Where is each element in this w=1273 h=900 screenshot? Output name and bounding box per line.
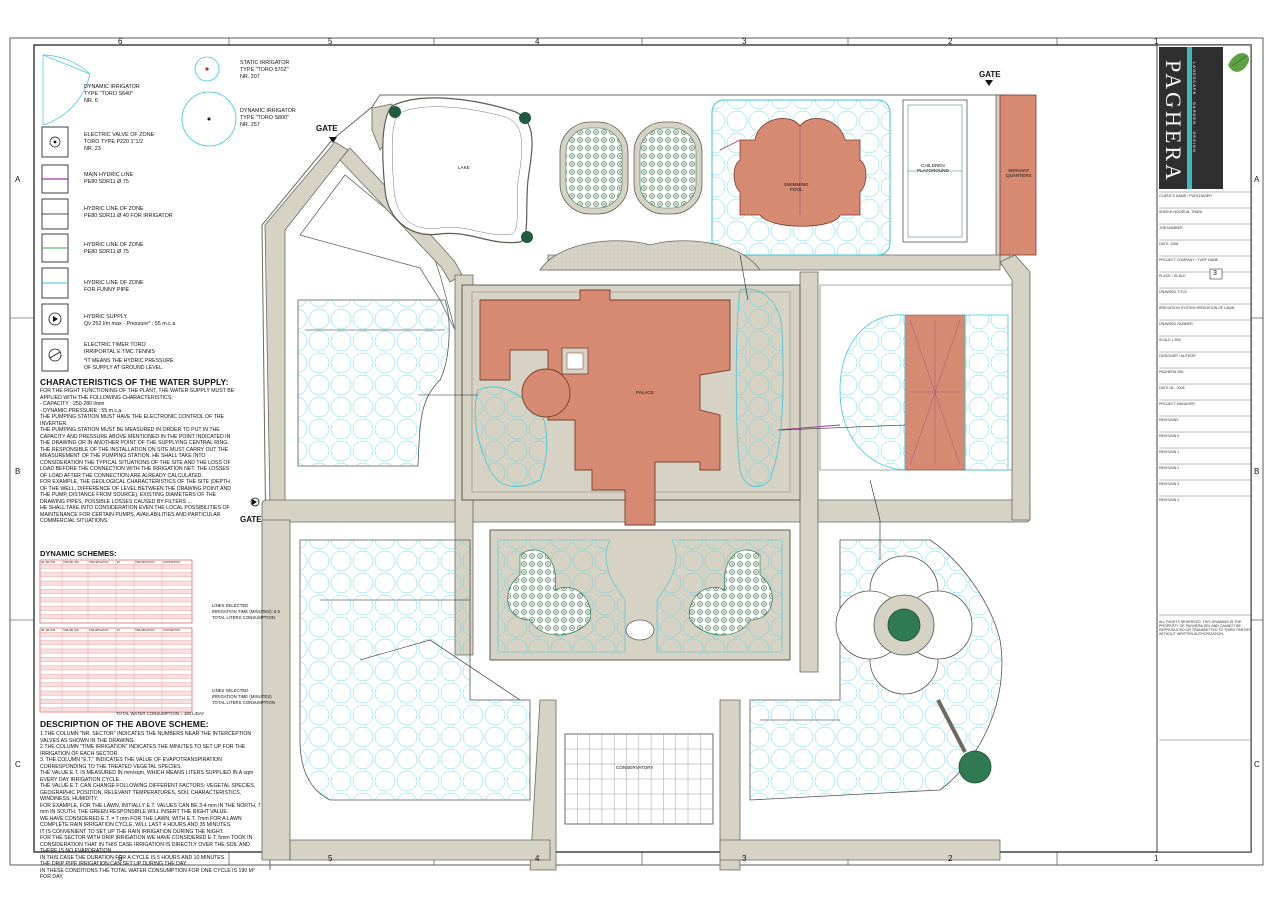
table-header-cell: TIME IRR. MIN bbox=[63, 630, 79, 632]
legend-pressure-note: *IT MEANS THE HYDRIC PRESSURE OF SUPPLY … bbox=[84, 358, 174, 371]
grid-col-4-bottom: 4 bbox=[535, 854, 540, 863]
brand-logo-text: PAGHERA bbox=[1161, 60, 1186, 183]
central-fountain-green bbox=[887, 608, 921, 642]
title-block-entry: PROJECT MANAGER bbox=[1159, 402, 1195, 406]
table-header-cell: CONSUMPTION bbox=[163, 630, 181, 632]
conservatory-label: CONSERVATORY bbox=[616, 765, 654, 770]
sheet-number: 3 bbox=[1213, 270, 1217, 277]
sheet-number-box bbox=[1209, 268, 1223, 280]
grid-col-5: 5 bbox=[328, 37, 333, 46]
total-consumption-note: TOTAL WATER CONSUMPTION = 180 L/DAY bbox=[116, 711, 205, 716]
gate-arrow-north-east bbox=[985, 80, 993, 86]
title-block-entry: REVISION 4 bbox=[1159, 498, 1180, 502]
grid-row-a-right: A bbox=[1254, 175, 1260, 184]
north-parterres bbox=[559, 121, 703, 215]
table-header-cell: NR. SECTOR bbox=[41, 630, 55, 632]
pool-label: SWIMMING POOL bbox=[784, 182, 809, 192]
grid-col-6-bottom: 6 bbox=[118, 854, 123, 863]
playground-label: CHILDREN PLAYGROUND bbox=[917, 163, 949, 173]
servant-quarters-shape bbox=[999, 94, 1037, 256]
gate-label-northeast: GATE bbox=[979, 70, 1001, 79]
grid-row-b: B bbox=[15, 467, 21, 476]
grid-col-2-bottom: 2 bbox=[948, 854, 953, 863]
grid-col-1-bottom: 1 bbox=[1154, 854, 1159, 863]
dynamic-scheme-table-1: NR. SECTOR TIME IRR. MIN TIME IRRIGATION ET… bbox=[39, 559, 193, 624]
title-block-entry: DESIGNER / AUTHOR bbox=[1159, 354, 1196, 358]
grid-row-b-right: B bbox=[1254, 467, 1260, 476]
grid-col-4: 4 bbox=[535, 37, 540, 46]
title-block-entry: REVISION 2 bbox=[1159, 466, 1180, 470]
table-header-cell: TIME IRRIGATION bbox=[135, 561, 155, 564]
title-block-entry: PROJECT COMPANY / TURF NAME bbox=[1159, 258, 1219, 262]
title-block-entry: SHEIKH NOORI AL THANI bbox=[1159, 210, 1202, 214]
title-block-entry: DRAWING TITLE bbox=[1159, 290, 1187, 294]
table-header-cell: TIME IRRIGATION bbox=[135, 629, 155, 632]
brand-tagline: LANDSCAPE · GARDEN · DESIGN bbox=[1192, 62, 1197, 153]
title-block-entry: CLIENT'S NAME / PURCHASER bbox=[1159, 194, 1212, 198]
grid-col-6: 6 bbox=[118, 37, 123, 46]
dynamic-schemes-title: DYNAMIC SCHEMES: bbox=[40, 549, 117, 558]
gate-label-west: GATE bbox=[240, 515, 262, 524]
grid-col-3-bottom: 3 bbox=[742, 854, 747, 863]
title-block-entry: REVISIONS bbox=[1159, 418, 1179, 422]
description-body: 1.THE COLUMN "NR. SECTOR" INDICATES THE … bbox=[40, 731, 261, 880]
characteristics-title: CHARACTERISTICS OF THE WATER SUPPLY: bbox=[40, 377, 229, 387]
characteristics-body: FOR THE RIGHT FUNCTIONING OF THE PLANT, … bbox=[40, 388, 235, 524]
grid-col-1: 1 bbox=[1154, 37, 1159, 46]
grid-col-5-bottom: 5 bbox=[328, 854, 333, 863]
table-header-cell: TIME IRR. MIN bbox=[63, 562, 79, 564]
grid-col-3: 3 bbox=[742, 37, 747, 46]
title-block-entry: JOB NUMBER bbox=[1159, 226, 1183, 230]
grid-col-2: 2 bbox=[948, 37, 953, 46]
legend-icons bbox=[41, 54, 237, 372]
outer-frame bbox=[9, 37, 1264, 866]
grid-row-c-right: C bbox=[1254, 760, 1260, 769]
table-header-cell: TIME IRRIGATION bbox=[89, 629, 109, 632]
table-header-cell: CONSUMPTION bbox=[163, 562, 181, 564]
title-block-entry: DRAWING NUMBER bbox=[1159, 322, 1193, 326]
gate-label-northwest: GATE bbox=[316, 124, 338, 133]
title-block-entry: PAGHERA SRL bbox=[1159, 370, 1185, 374]
table-header-cell: NR. SECTOR bbox=[41, 562, 55, 564]
title-block-entry: SCALE 1:500 bbox=[1159, 338, 1181, 342]
title-block-entry: REVISION 1 bbox=[1159, 450, 1180, 454]
servant-quarters-label: SERVANT QUARTERS bbox=[1006, 168, 1032, 178]
dynamic-scheme-table-2: NR. SECTOR TIME IRR. MIN TIME IRRIGATION ET… bbox=[39, 627, 193, 713]
title-block-entry: DATE 08 - 2008 bbox=[1159, 386, 1185, 390]
table-header-cell: TIME IRRIGATION bbox=[89, 561, 109, 564]
title-block-entry: DATE: 2008 bbox=[1159, 242, 1179, 246]
title-block-entry: REVISION 0 bbox=[1159, 434, 1180, 438]
description-title: DESCRIPTION OF THE ABOVE SCHEME: bbox=[40, 719, 209, 729]
lawn-northwest bbox=[297, 299, 450, 467]
gate-arrow-north-west bbox=[329, 137, 337, 143]
grid-row-c: C bbox=[15, 760, 21, 769]
title-block-entry: REVISION 3 bbox=[1159, 482, 1180, 486]
title-block-entry: PLACE / SCALE bbox=[1159, 274, 1186, 278]
table-header-cell: ET bbox=[117, 562, 121, 564]
table-header-cell: ET bbox=[117, 630, 121, 632]
title-block-entry: IRRIGATION SYSTEM IRRIGATION OF LAWN bbox=[1159, 306, 1235, 310]
title-block-footer-note: ALL RIGHTS RESERVED. THIS DRAWING IS THE… bbox=[1159, 620, 1252, 636]
palace-label: PALACE bbox=[636, 390, 654, 395]
grid-row-a: A bbox=[15, 175, 21, 184]
lake-label: LAKE bbox=[458, 165, 470, 170]
logo-accent-stripe bbox=[1187, 47, 1192, 189]
